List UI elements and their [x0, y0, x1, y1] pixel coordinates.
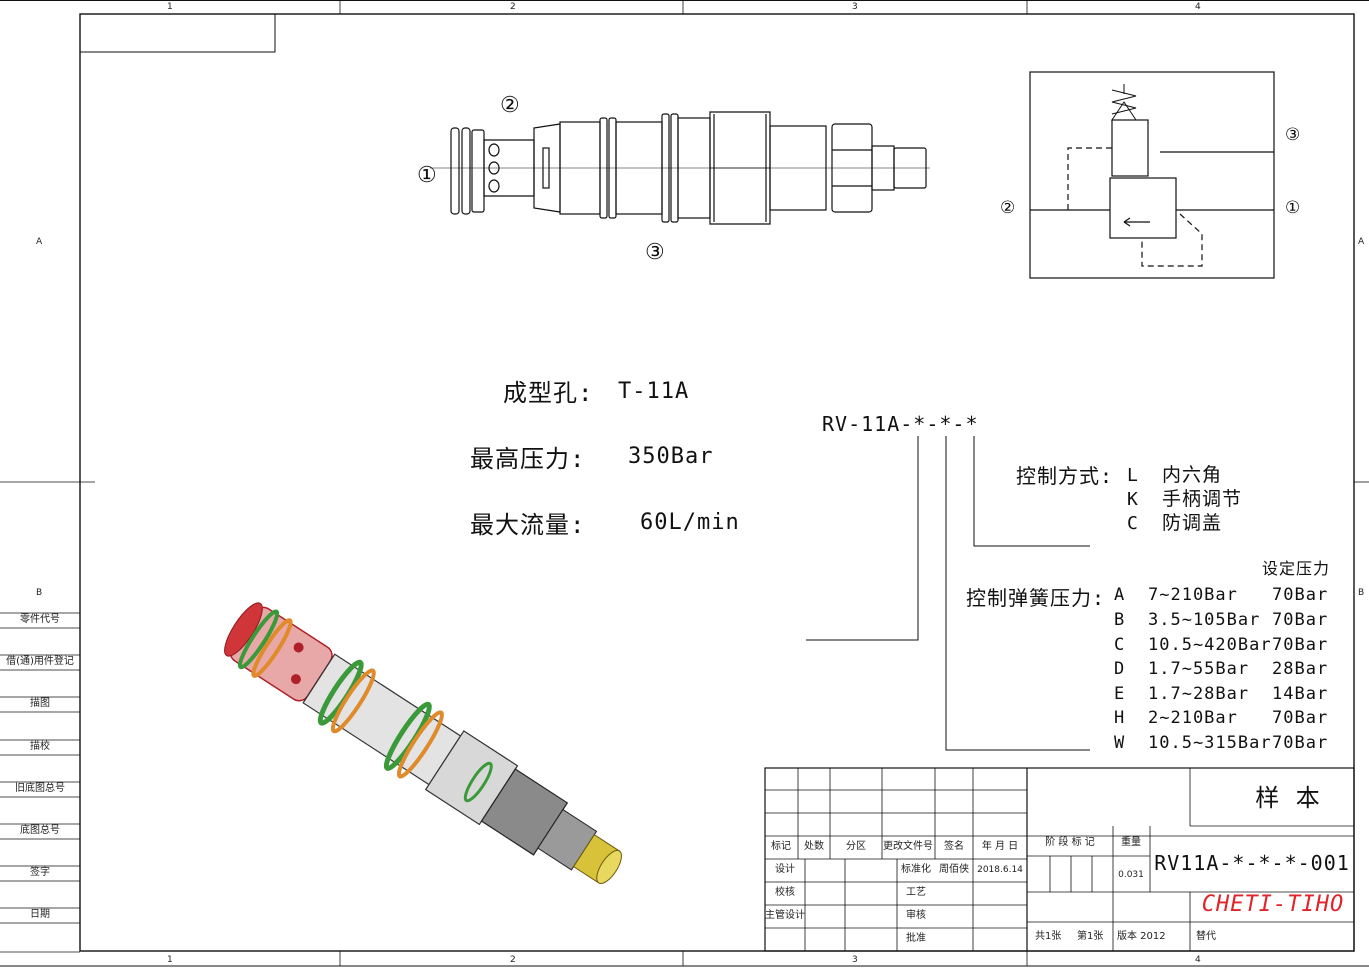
- zone-col-4-bottom: 4: [1195, 955, 1201, 965]
- side-table-label: 底图总号: [20, 825, 60, 836]
- zone-col-4-top: 4: [1195, 2, 1201, 12]
- spring-option-setting: 70Bar: [1272, 733, 1329, 753]
- tb-header: 处数: [804, 841, 824, 852]
- spring-option-range: 1.7~28Bar: [1148, 684, 1250, 704]
- side-table-label: 签字: [30, 867, 50, 878]
- zone-row-b-left: B: [36, 588, 43, 598]
- zone-col-1-top: 1: [167, 2, 173, 12]
- tb-header: 更改文件号: [883, 841, 933, 852]
- tb-header: 签名: [944, 841, 964, 852]
- zone-row-a-right: A: [1358, 237, 1365, 247]
- control-option-code: C: [1127, 513, 1139, 534]
- control-option-desc: 手柄调节: [1162, 488, 1243, 510]
- valve-3d-render: [224, 602, 622, 885]
- tb-sheet-no: 第1张: [1077, 931, 1104, 942]
- spring-option-range: 1.7~55Bar: [1148, 659, 1250, 679]
- zone-row-b-right: B: [1358, 588, 1365, 598]
- tb-company-logo: CHETI-TIHO: [1201, 892, 1345, 917]
- port-3-callout: ③: [645, 240, 666, 265]
- spec-max-flow-value: 60L/min: [640, 510, 740, 535]
- spec-max-pressure-value: 350Bar: [628, 444, 714, 469]
- spring-option-code: E: [1114, 684, 1126, 704]
- zone-col-2-bottom: 2: [510, 955, 516, 965]
- control-option-desc: 内六角: [1162, 464, 1223, 486]
- setting-pressure-header: 设定压力: [1262, 559, 1331, 578]
- tb-process: 工艺: [906, 887, 926, 898]
- spec-cavity-label: 成型孔:: [503, 379, 594, 407]
- spring-option-code: B: [1114, 610, 1126, 630]
- zone-col-2-top: 2: [510, 2, 516, 12]
- spring-option-setting: 70Bar: [1272, 585, 1329, 605]
- tb-header: 年 月 日: [981, 841, 1019, 852]
- control-method-label: 控制方式:: [1016, 464, 1114, 488]
- spring-option-setting: 70Bar: [1272, 708, 1329, 728]
- spring-option-setting: 28Bar: [1272, 659, 1329, 679]
- side-table-label: 借(通)用件登记: [6, 656, 74, 667]
- side-table-label: 描校: [30, 741, 50, 752]
- spring-option-code: C: [1114, 635, 1126, 655]
- tb-weight-label: 重量: [1121, 837, 1141, 848]
- spring-option-setting: 70Bar: [1272, 635, 1329, 655]
- spring-pressure-label: 控制弹簧压力:: [966, 586, 1106, 610]
- tb-approve: 批准: [906, 933, 926, 944]
- tb-stage-mark: 阶 段 标 记: [1045, 837, 1095, 848]
- side-table-label: 零件代号: [20, 614, 60, 625]
- spring-option-code: A: [1114, 585, 1126, 605]
- tb-sheets-total: 共1张: [1035, 931, 1062, 942]
- control-option-code: L: [1127, 465, 1139, 486]
- spec-max-pressure-label: 最高压力:: [470, 445, 586, 473]
- spec-cavity-value: T-11A: [618, 379, 690, 404]
- spring-option-setting: 14Bar: [1272, 684, 1329, 704]
- symbol-port-3: ③: [1285, 125, 1302, 145]
- spring-option-range: 2~210Bar: [1148, 708, 1238, 728]
- tb-header: 分区: [846, 841, 866, 852]
- title-block-grid: [764, 767, 1355, 952]
- port-1-callout: ①: [417, 163, 438, 188]
- spring-option-range: 7~210Bar: [1148, 585, 1238, 605]
- side-table-grid: [0, 612, 80, 924]
- tb-standardize: 标准化: [901, 864, 931, 875]
- tb-design: 设计: [775, 864, 795, 875]
- model-code: RV-11A-*-*-*: [822, 412, 979, 436]
- spring-option-code: H: [1114, 708, 1126, 728]
- spring-option-setting: 70Bar: [1272, 610, 1329, 630]
- tb-review: 审核: [906, 910, 926, 921]
- tb-version: 版本 2012: [1117, 931, 1166, 942]
- valve-side-view: [430, 111, 930, 225]
- tb-standardize-name: 周佰侠: [939, 864, 969, 875]
- side-table-label: 日期: [30, 909, 50, 920]
- symbol-port-2: ②: [1000, 198, 1017, 218]
- spring-option-code: D: [1114, 659, 1126, 679]
- tb-header: 标记: [771, 841, 791, 852]
- zone-col-3-bottom: 3: [852, 955, 858, 965]
- port-2-callout: ②: [500, 93, 521, 118]
- spec-max-flow-label: 最大流量:: [470, 511, 586, 539]
- tb-check: 校核: [775, 887, 795, 898]
- hydraulic-symbol: [1029, 71, 1275, 279]
- tb-drawing-number: RV11A-*-*-*-001: [1154, 851, 1350, 875]
- spring-option-range: 10.5~315Bar: [1148, 733, 1272, 753]
- spring-option-code: W: [1114, 733, 1126, 753]
- tb-standardize-date: 2018.6.14: [977, 865, 1023, 875]
- spring-option-range: 10.5~420Bar: [1148, 635, 1272, 655]
- side-table-label: 描图: [30, 698, 50, 709]
- control-option-code: K: [1127, 489, 1139, 510]
- model-code-leaders: [806, 436, 1090, 751]
- tb-drawing-name: 样 本: [1255, 784, 1321, 812]
- spring-option-range: 3.5~105Bar: [1148, 610, 1261, 630]
- zone-row-a-left: A: [36, 237, 43, 247]
- tb-weight-value: 0.031: [1118, 870, 1144, 880]
- zone-col-1-bottom: 1: [167, 955, 173, 965]
- side-table-label: 旧底图总号: [15, 783, 65, 794]
- symbol-port-1: ①: [1285, 198, 1302, 218]
- tb-replace: 替代: [1196, 931, 1216, 942]
- tb-chief: 主管设计: [765, 910, 805, 921]
- control-option-desc: 防调盖: [1162, 512, 1223, 534]
- zone-col-3-top: 3: [852, 2, 858, 12]
